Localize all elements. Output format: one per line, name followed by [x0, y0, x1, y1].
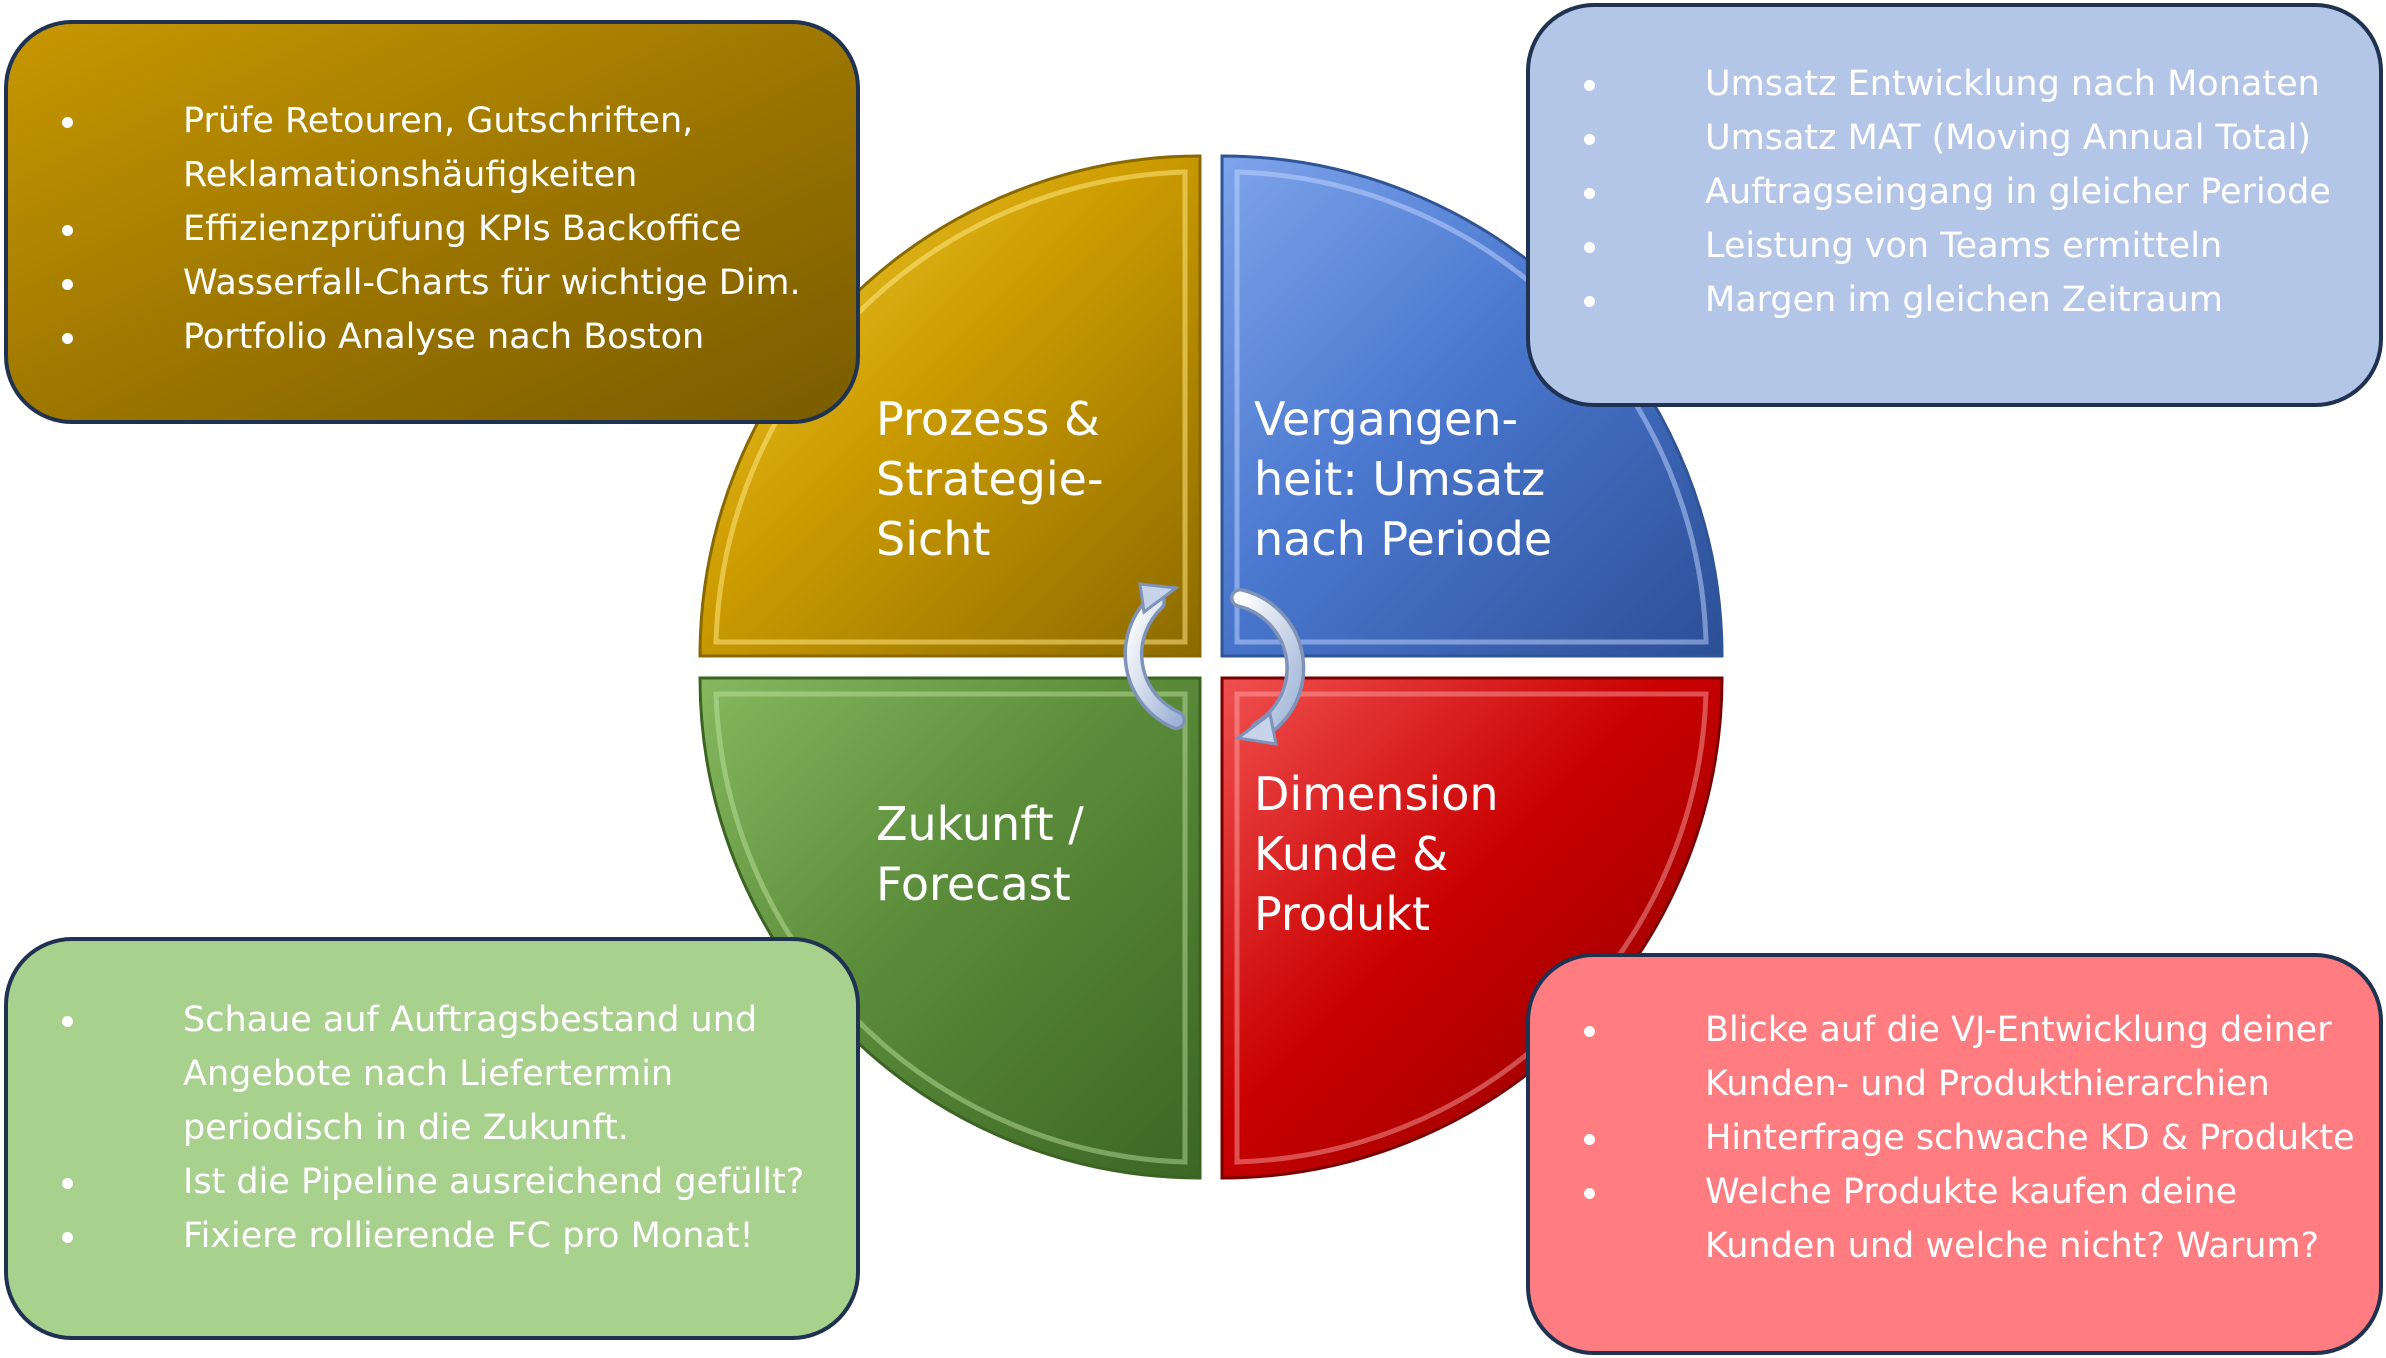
bullet-text-line: Ist die Pipeline ausreichend gefüllt? [183, 1162, 805, 1202]
circular-arrows-icon [1123, 582, 1306, 746]
bullet-text-line: Wasserfall-Charts für wichtige Dim. [183, 263, 801, 303]
bullet-dot-icon [62, 225, 73, 236]
bullet-dot-icon [1584, 1188, 1595, 1199]
bullet-text-line: Blicke auf die VJ-Entwicklung deiner [1705, 1010, 2332, 1050]
bullet-item: Auftragseingang in gleicher Periode [1530, 165, 2379, 219]
bullet-text-line: periodisch in die Zukunft. [183, 1108, 629, 1148]
bullet-text-line: Kunden- und Produkthierarchien [1705, 1064, 2270, 1104]
bullet-text-line: Welche Produkte kaufen deine [1705, 1172, 2238, 1212]
bullet-text-line: Auftragseingang in gleicher Periode [1705, 172, 2331, 212]
quadrant-top-left: Prozess & Strategie- Sicht [698, 154, 1202, 658]
bullet-text-line: Umsatz MAT (Moving Annual Total) [1705, 118, 2311, 158]
bullet-dot-icon [1584, 80, 1595, 91]
bullet-dot-icon [1584, 134, 1595, 145]
bullet-item: Effizienzprüfung KPIs Backoffice [8, 202, 856, 256]
bullet-dot-icon [62, 279, 73, 290]
bullet-item: Margen im gleichen Zeitraum [1530, 273, 2379, 327]
bullet-dot-icon [62, 333, 73, 344]
bullet-text-line: Reklamationshäufigkeiten [183, 155, 638, 195]
quadrant-label-bottom-left: Zukunft / Forecast [876, 797, 1098, 911]
bullet-item: Leistung von Teams ermitteln [1530, 219, 2379, 273]
bullet-text-line: Leistung von Teams ermitteln [1705, 226, 2223, 266]
quadrant-top-right: Vergangen- heit: Umsatz nach Periode [1220, 154, 1724, 658]
bullet-text-line: Margen im gleichen Zeitraum [1705, 280, 2223, 320]
bullet-dot-icon [62, 117, 73, 128]
bullet-text-line: Umsatz Entwicklung nach Monaten [1705, 64, 2320, 104]
bullet-text-line: Fixiere rollierende FC pro Monat! [183, 1216, 754, 1256]
callout-list-top-left: Prüfe Retouren, Gutschriften, Reklamation… [8, 94, 856, 364]
bullet-dot-icon [1584, 188, 1595, 199]
bullet-text-line: Angebote nach Liefertermin [183, 1054, 674, 1094]
bullet-item: Portfolio Analyse nach Boston [8, 310, 856, 364]
quadrant-bottom-left: Zukunft / Forecast [698, 676, 1202, 1180]
bullet-dot-icon [1584, 242, 1595, 253]
callout-box-top-left: Prüfe Retouren, Gutschriften, Reklamation… [4, 20, 860, 424]
bullet-item: Prüfe Retouren, Gutschriften, Reklamation… [8, 94, 856, 202]
bullet-item: Wasserfall-Charts für wichtige Dim. [8, 256, 856, 310]
bullet-text-line: Portfolio Analyse nach Boston [183, 317, 705, 357]
bullet-text-line: Effizienzprüfung KPIs Backoffice [183, 209, 742, 249]
bullet-dot-icon [62, 1016, 73, 1027]
bullet-dot-icon [62, 1232, 73, 1243]
bullet-text-line: Kunden und welche nicht? Warum? [1705, 1226, 2320, 1266]
bullet-item: Umsatz MAT (Moving Annual Total) [1530, 111, 2379, 165]
bullet-text-line: Schaue auf Auftragsbestand und [183, 1000, 758, 1040]
bullet-item: Fixiere rollierende FC pro Monat! [8, 1209, 856, 1263]
bullet-item: Umsatz Entwicklung nach Monaten [1530, 57, 2379, 111]
quadrant-label-top-right: Vergangen- heit: Umsatz nach Periode [1254, 392, 1560, 566]
bullet-item: Ist die Pipeline ausreichend gefüllt? [8, 1155, 856, 1209]
bullet-dot-icon [62, 1178, 73, 1189]
quadrant-label-bottom-right: Dimension Kunde & Produkt [1254, 767, 1513, 941]
bullet-dot-icon [1584, 296, 1595, 307]
bullet-text-line: Hinterfrage schwache KD & Produkte [1705, 1118, 2355, 1158]
bullet-item: Hinterfrage schwache KD & Produkte [1530, 1111, 2379, 1165]
quadrant-label-top-left: Prozess & Strategie- Sicht [876, 392, 1118, 566]
bullet-text-line: Prüfe Retouren, Gutschriften, [183, 101, 694, 141]
bullet-dot-icon [1584, 1134, 1595, 1145]
quadrant-bottom-right: Dimension Kunde & Produkt [1220, 676, 1724, 1180]
bullet-dot-icon [1584, 1026, 1595, 1037]
